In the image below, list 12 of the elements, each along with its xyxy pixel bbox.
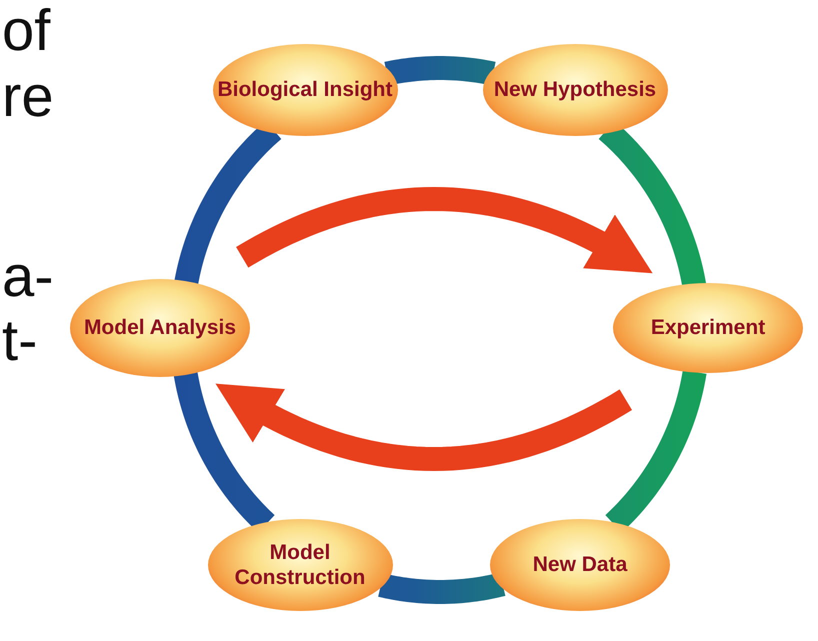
node-label: New Data — [532, 552, 628, 578]
cut-off-text: a- — [2, 248, 54, 306]
cut-off-text: t- — [2, 312, 38, 370]
curved-arrow — [216, 384, 632, 471]
node-label: Model Analysis — [84, 315, 236, 341]
node-label: New Hypothesis — [494, 77, 656, 103]
cut-off-text: of — [2, 2, 50, 60]
node-label: Biological Insight — [217, 77, 392, 103]
curved-arrow — [236, 187, 653, 274]
cut-off-text: re — [2, 68, 54, 126]
node-label: Experiment — [650, 315, 766, 341]
node-label: Model Construction — [234, 540, 366, 590]
